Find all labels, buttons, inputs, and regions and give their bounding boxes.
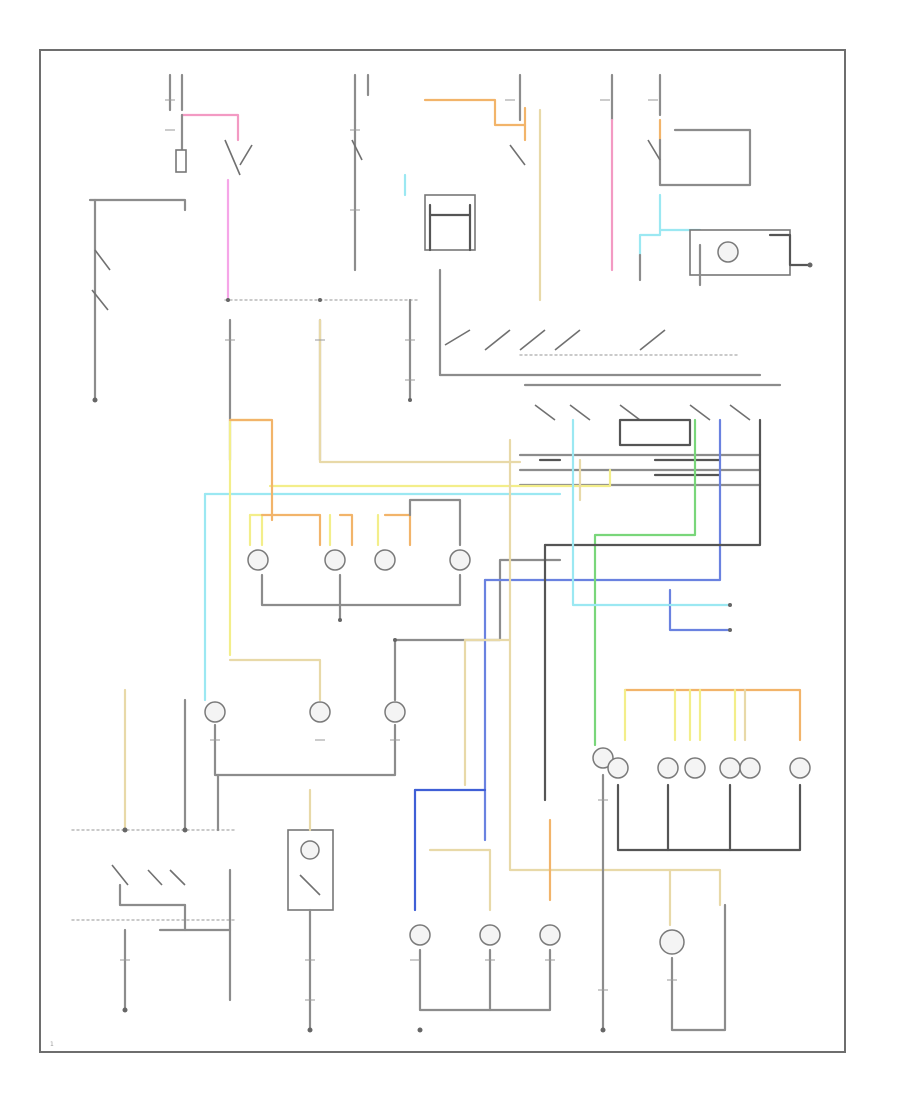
left-front-lamp-cluster	[247, 498, 471, 622]
connector-pins	[120, 99, 732, 1033]
bottom-bulb-4	[659, 929, 685, 955]
right-bulb-7	[789, 757, 811, 779]
right-bulb-6	[739, 757, 761, 779]
left-front-bulb-2	[324, 549, 346, 571]
fuse-block-left	[175, 149, 187, 173]
left-front-bulb-4	[449, 549, 471, 571]
left-front-bulb-3	[374, 549, 396, 571]
top-right-lamp-circuit	[638, 229, 813, 287]
right-bulb-5	[719, 757, 741, 779]
bottom-bulb-1	[409, 924, 431, 946]
dimmer-module-bulb	[300, 840, 320, 860]
diagram-frame	[39, 49, 846, 1053]
right-bulb-4	[684, 757, 706, 779]
left-lower-bulb-1	[204, 701, 226, 723]
bottom-bulb-2	[479, 924, 501, 946]
top-right-bulb	[717, 241, 739, 263]
bottom-bulb-3	[539, 924, 561, 946]
left-lower-module	[111, 688, 334, 1032]
relay-module	[424, 194, 476, 251]
multi-contact-switch	[228, 108, 782, 462]
right-side-runs	[413, 418, 762, 912]
left-lower-bulb-2	[309, 701, 331, 723]
left-front-bulb-1	[247, 549, 269, 571]
horizontal-runs	[203, 318, 612, 702]
page-number: 1	[50, 1041, 54, 1048]
bottom-lamp-cluster	[409, 848, 727, 1032]
headlamp-switch-contacts	[175, 139, 702, 302]
right-bulb-2	[607, 757, 629, 779]
left-lower-lamp-cluster	[204, 558, 562, 832]
center-connector-rows	[518, 453, 762, 487]
left-switch-assembly	[88, 198, 187, 403]
right-bulb-1	[592, 747, 614, 769]
right-bulb-3	[657, 757, 679, 779]
left-lower-bulb-3	[384, 701, 406, 723]
right-lamp-cluster	[592, 688, 811, 1032]
top-right-component-box	[689, 229, 791, 276]
